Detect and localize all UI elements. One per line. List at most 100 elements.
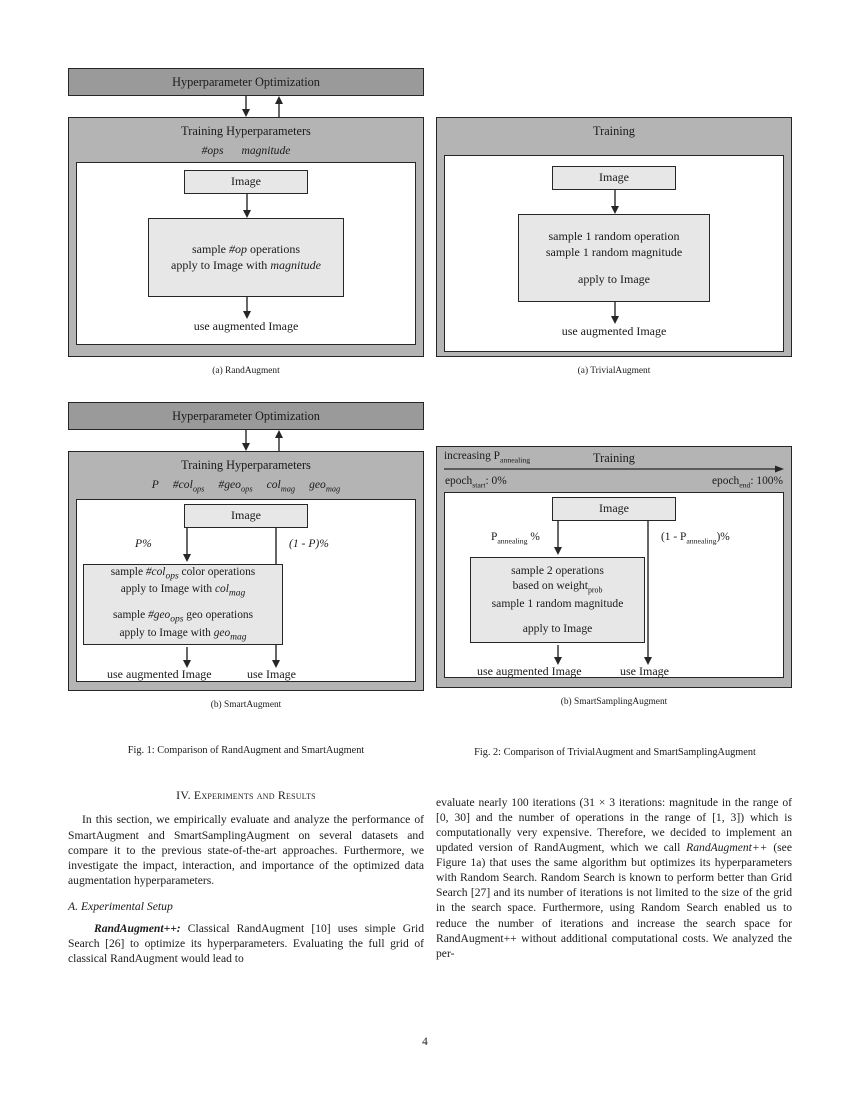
- right-column-part2: (see Figure 1a) that uses the same algor…: [436, 841, 792, 960]
- randaugment-paragraph-text: Classical RandAugment [10] uses simple G…: [68, 921, 424, 966]
- fig1b-branch-area: P% (1 - P)% sample #colops color operati…: [77, 527, 415, 681]
- fig2b-process-line-5: apply to Image: [522, 622, 593, 636]
- arrow-down-icon: [611, 302, 619, 325]
- fig1a-process-box: sample #op operations apply to Image wit…: [148, 218, 344, 298]
- fig1b-process-line-4: sample #geoops geo operations: [112, 609, 254, 625]
- randaugment-paragraph: RandAugment++: Classical RandAugment [10…: [68, 921, 424, 966]
- fig1b-process-box: sample #colops color operations apply to…: [83, 563, 283, 645]
- fig2a-process-line-2: sample 1 random magnitude: [545, 244, 683, 259]
- fig2b-annealing-header: increasing Pannealing epochstart: 0% epo…: [444, 450, 784, 489]
- fig1b-end-label-left: use augmented Image: [107, 666, 212, 681]
- fig2b-epoch-row: epochstart: 0% epochend: 100%: [444, 475, 784, 489]
- fig1b-hparam-geo-ops: #geoops: [218, 478, 253, 494]
- fig1b-training-panel: Training Hyperparameters P #colops #geoo…: [68, 451, 424, 691]
- subsection-heading: A. Experimental Setup: [68, 899, 173, 913]
- fig2b-process-box: sample 2 operations based on weightprob …: [470, 556, 645, 643]
- fig1a-end-label: use augmented Image: [193, 319, 299, 334]
- fig2b-process-line-2: based on weightprob: [512, 579, 603, 595]
- right-text-column: evaluate nearly 100 iterations (31 × 3 i…: [436, 795, 792, 961]
- fig2b-epoch-start: epochstart: 0%: [445, 474, 507, 489]
- fig2b-process-line-3: sample 1 random magnitude: [491, 597, 624, 611]
- fig1a-training-panel: Training Hyperparameters #ops magnitude …: [68, 117, 424, 357]
- fig1a-hpo-bar: Hyperparameter Optimization: [68, 68, 424, 96]
- figure-1a-randaugment: Hyperparameter Optimization Training Hyp…: [68, 68, 424, 376]
- fig2a-process-box: sample 1 random operation sample 1 rando…: [518, 214, 710, 303]
- fig1b-process-line-2: apply to Image with colmag: [120, 583, 246, 599]
- fig2b-epoch-end: epochend: 100%: [712, 474, 783, 489]
- arrow-right-icon: [444, 465, 784, 473]
- fig1b-panel-title: Training Hyperparameters: [181, 458, 311, 472]
- fig1a-flow-area: Image sample #op operations apply to Ima…: [76, 162, 416, 346]
- fig2b-annealing-axis: [444, 465, 784, 474]
- intro-paragraph: In this section, we empirically evaluate…: [68, 813, 424, 887]
- fig2b-image-label: Image: [599, 501, 629, 515]
- fig2a-image-box: Image: [552, 166, 676, 191]
- fig1a-arrow-process-to-end: [77, 297, 415, 320]
- fig1a-panel-title: Training Hyperparameters: [181, 124, 311, 138]
- fig1b-flow-area: Image P% (1: [76, 498, 416, 682]
- fig2b-branch-left-label: Pannealing %: [491, 530, 540, 546]
- fig1b-hyperparameters: P #colops #geoops colmag geomag: [76, 475, 416, 498]
- section-heading: IV. Experiments and Results: [176, 788, 316, 802]
- fig1b-image-box: Image: [184, 503, 308, 528]
- fig1b-branch-right-label: (1 - P)%: [289, 536, 329, 550]
- fig1a-process-line-2: apply to Image with magnitude: [171, 257, 321, 272]
- page-number: 4: [422, 1036, 428, 1048]
- fig2a-image-label: Image: [599, 170, 629, 185]
- fig1b-process-line-5: apply to Image with geomag: [119, 626, 247, 643]
- fig1a-hpo-arrows: [68, 96, 424, 117]
- fig1b-hparam-col-mag: colmag: [266, 478, 296, 494]
- fig2b-panel-title: Training: [593, 451, 635, 465]
- fig1a-hyperparameters: #ops magnitude: [76, 141, 416, 162]
- fig1a-image-label: Image: [231, 174, 261, 189]
- fig1b-branch-left-label: P%: [135, 536, 152, 550]
- fig1a-image-box: Image: [184, 170, 308, 195]
- figure-1b-smartaugment: Hyperparameter Optimization Training Hyp…: [68, 402, 424, 710]
- fig1a-hparam-ops: #ops: [201, 144, 224, 158]
- fig2a-end-label: use augmented Image: [561, 324, 667, 339]
- fig1a-process-line-1: sample #op operations: [192, 242, 300, 257]
- fig1a-hpo-label: Hyperparameter Optimization: [172, 74, 320, 89]
- fig2b-annealing-label: increasing Pannealing: [444, 450, 531, 465]
- fig1b-hparam-p: P: [151, 478, 159, 492]
- fig2a-arrow-image-to-process: [445, 190, 783, 215]
- fig1b-image-label: Image: [231, 507, 261, 522]
- fig2b-training-panel: Training increasing Pannealing epochstar…: [436, 446, 792, 688]
- fig2a-panel-title: Training: [593, 124, 635, 138]
- arrow-down-icon: [243, 194, 251, 219]
- fig2b-branch-arrows-icon: [554, 520, 652, 665]
- fig1b-hparam-geo-mag: geomag: [309, 478, 341, 494]
- fig2b-end-label-right: use Image: [620, 663, 669, 678]
- fig1b-arrow-pair-icon: [242, 430, 283, 451]
- fig2a-training-panel: Training Image sample 1 random operation…: [436, 117, 792, 357]
- figure-2b-smartsamplingaugment: Training increasing Pannealing epochstar…: [436, 446, 792, 707]
- randaugment-runin: RandAugment++:: [94, 921, 181, 935]
- fig1b-hpo-label: Hyperparameter Optimization: [172, 408, 320, 423]
- figure-2a-trivialaugment: Training Image sample 1 random operation…: [436, 117, 792, 376]
- fig1b-hparam-col-ops: #colops: [172, 478, 205, 494]
- fig2b-flow-area: Image Pannealing % (1 - Pannealing)%: [444, 491, 784, 678]
- fig1a-subcaption: (a) RandAugment: [212, 366, 280, 376]
- fig2b-image-box: Image: [552, 496, 676, 521]
- left-text-column: IV. Experiments and Results In this sect…: [68, 788, 424, 966]
- caption-figure-1: Fig. 1: Comparison of RandAugment and Sm…: [127, 745, 365, 756]
- fig1b-hpo-arrows: [68, 430, 424, 451]
- fig2a-arrow-process-to-end: [445, 302, 783, 325]
- fig2a-process-line-4: apply to Image: [578, 271, 650, 286]
- fig2a-process-line-1: sample 1 random operation: [548, 229, 680, 244]
- fig2b-subcaption: (b) SmartSamplingAugment: [560, 697, 668, 707]
- fig1a-hparam-magnitude: magnitude: [241, 144, 291, 158]
- fig2b-branch-area: Pannealing % (1 - Pannealing)% sample 2 …: [445, 520, 783, 678]
- right-column-paragraph: evaluate nearly 100 iterations (31 × 3 i…: [436, 795, 792, 961]
- fig1b-end-label-right: use Image: [247, 666, 296, 681]
- arrow-down-icon: [243, 297, 251, 320]
- fig2b-end-label-left: use augmented Image: [477, 663, 582, 678]
- fig2b-process-line-1: sample 2 operations: [511, 564, 604, 578]
- fig1b-hpo-bar: Hyperparameter Optimization: [68, 402, 424, 430]
- right-column-italic: RandAugment++: [686, 841, 768, 855]
- fig1b-process-line-1: sample #colops color operations: [110, 565, 256, 581]
- fig1a-arrow-pair-icon: [242, 96, 283, 117]
- fig1a-arrow-image-to-process: [77, 194, 415, 219]
- arrow-down-icon: [611, 190, 619, 215]
